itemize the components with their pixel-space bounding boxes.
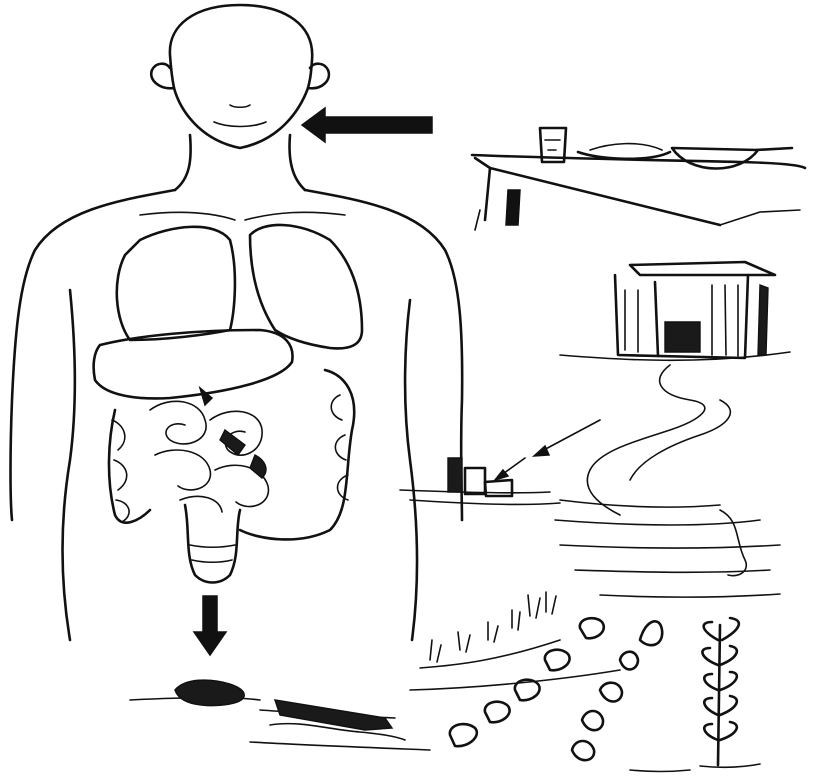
water-source-icon: [400, 458, 560, 504]
feces-icon: [130, 680, 430, 750]
latrine-icon: [560, 262, 790, 360]
stream-icon: [555, 365, 780, 597]
arrow-to-water-icon: [495, 420, 600, 480]
arrow-down-icon: [194, 596, 226, 655]
arrow-into-mouth-icon: [302, 108, 432, 142]
organs-icon: [94, 225, 362, 583]
table-icon: [472, 155, 805, 230]
crops-icon: [410, 592, 760, 772]
